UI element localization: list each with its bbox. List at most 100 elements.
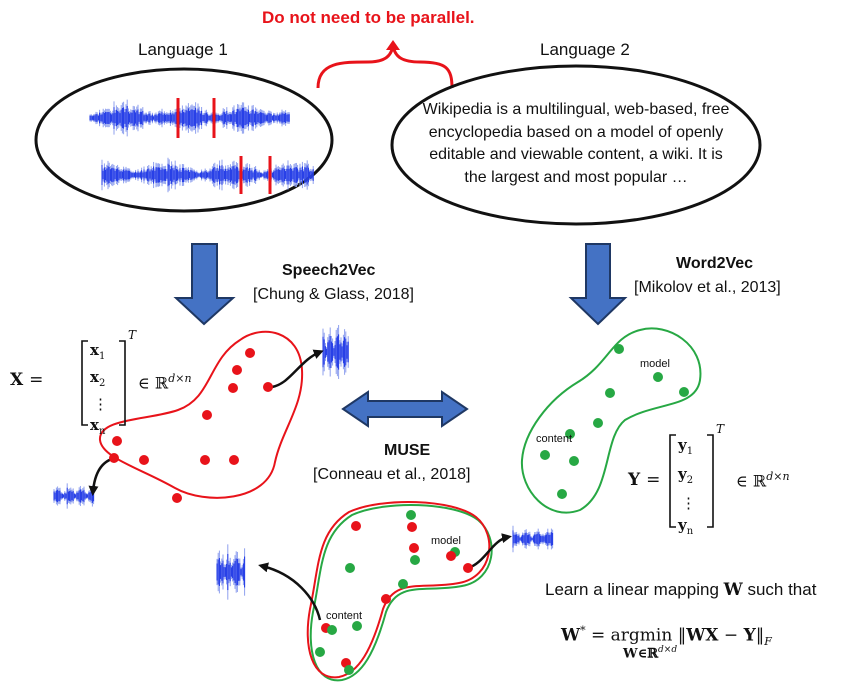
parallel-note: Do not need to be parallel.	[262, 8, 475, 27]
connector-arrow-speech-top	[271, 349, 324, 389]
matrix-y-lhs: Y =	[628, 470, 660, 490]
aligned-point-text	[352, 621, 362, 631]
language-1-label: Language 1	[138, 40, 228, 59]
aligned-point-speech	[463, 563, 473, 573]
matrix-y-row: y2	[678, 465, 694, 486]
matrix-y-bracket-right	[707, 434, 714, 528]
speech2vec-name: Speech2Vec	[282, 262, 376, 279]
matrix-x-bracket-right	[119, 340, 126, 426]
aligned-space-green	[309, 504, 493, 682]
text-embedding-point	[565, 429, 575, 439]
aligned-point-speech	[351, 521, 361, 531]
audio-waveform-icon	[512, 525, 554, 553]
brace-tip-icon	[386, 40, 400, 50]
aligned-point-text	[344, 665, 354, 675]
connector-arrow-bottom-right	[467, 533, 512, 570]
matrix-y-row: y1	[678, 436, 694, 457]
speech-embedding-point	[109, 453, 119, 463]
model-label-text-space: model	[640, 358, 670, 370]
mapping-equation: W* = argmin ‖WX − Y‖F	[561, 624, 772, 649]
aligned-point-text	[345, 563, 355, 573]
matrix-x-row: ⋮	[93, 395, 108, 413]
speech-embedding-point	[263, 382, 273, 392]
aligned-point-text	[315, 647, 325, 657]
matrix-x-row: xn	[90, 416, 106, 437]
matrix-x-domain: ∈ ℝd×n	[138, 372, 192, 393]
text-embedding-point	[614, 344, 624, 354]
text-embedding-point	[540, 450, 550, 460]
matrix-x-bracket-left	[81, 340, 88, 426]
text-embedding-point	[679, 387, 689, 397]
text-embedding-point	[605, 388, 615, 398]
down-arrow-speech2vec	[173, 243, 236, 326]
matrix-y-transpose: T	[716, 422, 725, 436]
matrix-x-symbol: X	[10, 370, 24, 390]
speech-embedding-point	[245, 348, 255, 358]
speech-embedding-space	[98, 330, 304, 499]
speech-ellipse	[34, 67, 334, 213]
audio-waveform-icon	[322, 324, 349, 380]
text-embedding-point	[653, 372, 663, 382]
down-arrow-word2vec	[568, 243, 628, 326]
matrix-x-transpose: T	[128, 328, 137, 342]
aligned-point-text	[327, 625, 337, 635]
aligned-space-red	[306, 501, 491, 679]
aligned-point-speech	[446, 551, 456, 561]
matrix-x-equals: =	[29, 370, 44, 390]
mapping-sentence: Learn a linear mapping W such that	[545, 580, 817, 600]
matrix-x-row: x2	[90, 368, 106, 389]
mapping-argmin-subscript: W∈ℝd×d	[623, 645, 678, 662]
aligned-point-speech	[409, 543, 419, 553]
muse-citation: [Conneau et al., 2018]	[313, 466, 471, 483]
audio-waveform-icon	[101, 156, 314, 194]
speech-embedding-point	[112, 436, 122, 446]
model-label-aligned-space: model	[431, 535, 461, 547]
matrix-x-entries: x1 x2 ⋮ xn	[90, 340, 120, 442]
text-embedding-point	[557, 489, 567, 499]
text-ellipse	[390, 64, 762, 226]
text-passage-line: the largest and most popular …	[464, 168, 688, 186]
matrix-y-symbol: Y	[628, 470, 641, 490]
text-embedding-space	[520, 327, 702, 514]
speech-embedding-point	[232, 365, 242, 375]
text-embedding-point	[569, 456, 579, 466]
text-passage: Wikipedia is a multilingual, web-based, …	[396, 99, 756, 189]
text-passage-line: Wikipedia is a multilingual, web-based, …	[422, 101, 730, 118]
text-embedding-point	[593, 418, 603, 428]
speech-embedding-point	[229, 455, 239, 465]
aligned-point-speech	[407, 522, 417, 532]
content-label-aligned-space: content	[326, 610, 363, 622]
parallel-brace	[316, 43, 454, 89]
aligned-point-text	[406, 510, 416, 520]
text-passage-line: editable and viewable content, a wiki. I…	[429, 146, 723, 163]
word2vec-citation: [Mikolov et al., 2013]	[634, 279, 781, 296]
aligned-point-text	[410, 555, 420, 565]
word2vec-name: Word2Vec	[676, 255, 754, 272]
audio-waveform-icon	[89, 98, 290, 138]
connector-arrow-speech-left	[88, 456, 116, 496]
aligned-point-text	[398, 579, 408, 589]
speech-embedding-point	[202, 410, 212, 420]
text-passage-line: encyclopedia based on a model of openly	[428, 123, 724, 141]
matrix-y-row: yn	[678, 516, 694, 537]
connector-arrow-bottom-left	[258, 562, 322, 621]
audio-waveform-icon	[53, 483, 95, 509]
muse-double-arrow	[341, 390, 469, 428]
speech-embedding-point	[200, 455, 210, 465]
content-label-text-space: content	[536, 433, 573, 445]
matrix-y-equals: =	[646, 470, 661, 490]
speech-embedding-point	[228, 383, 238, 393]
matrix-y-bracket-left	[669, 434, 676, 528]
speech2vec-citation: [Chung & Glass, 2018]	[253, 286, 414, 303]
aligned-point-speech	[381, 594, 391, 604]
language-2-label: Language 2	[540, 40, 630, 59]
matrix-x-row: x1	[90, 341, 106, 362]
matrix-x-lhs: X =	[10, 370, 43, 390]
audio-waveform-icon	[216, 544, 246, 600]
matrix-y-row: ⋮	[681, 494, 696, 512]
speech-embedding-point	[172, 493, 182, 503]
speech-embedding-point	[139, 455, 149, 465]
matrix-y-domain: ∈ ℝd×n	[736, 470, 790, 491]
